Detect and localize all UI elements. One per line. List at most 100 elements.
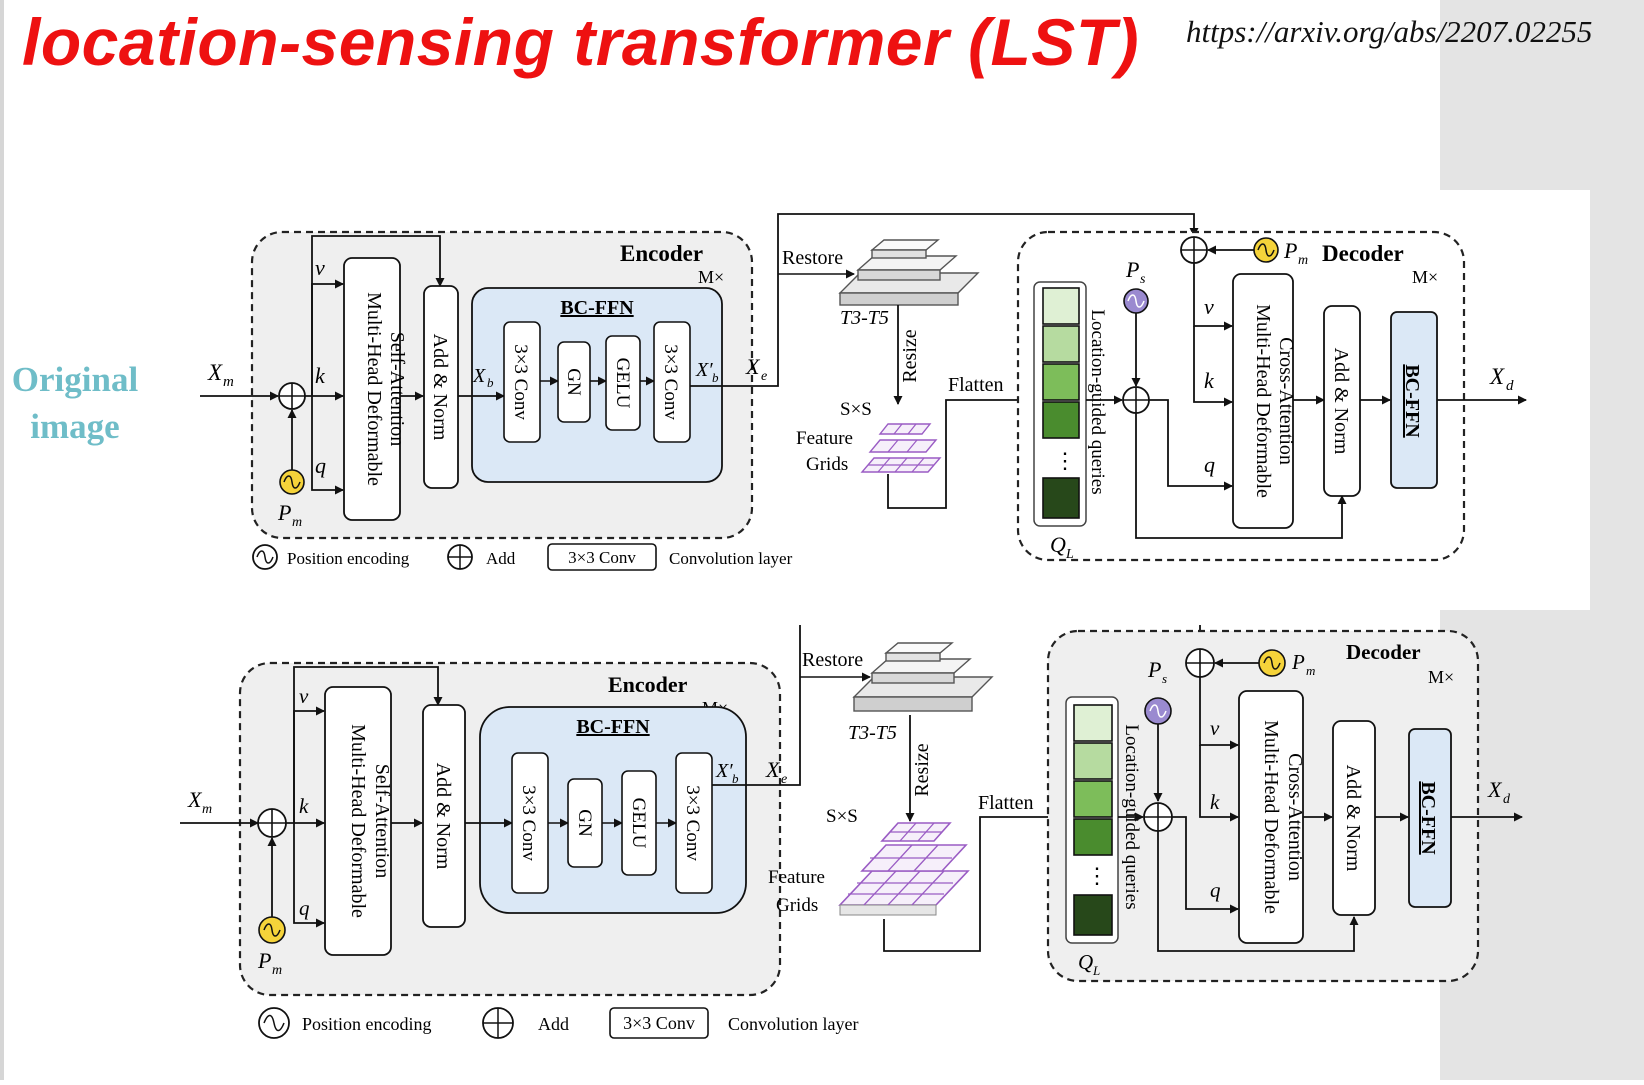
b-decoder-top-add-circle xyxy=(1185,648,1215,678)
dec-pm-circle-icon xyxy=(1253,237,1279,263)
pm-circle-icon xyxy=(279,469,305,495)
original-image-label: Original image xyxy=(0,356,150,450)
dec-add-norm-label: Add & Norm xyxy=(1330,348,1352,455)
v-label: v xyxy=(315,255,325,280)
legend-conv-box-label: 3×3 Conv xyxy=(568,548,636,567)
b-encoder-title: Encoder xyxy=(608,672,688,697)
b-dec-add-norm-block xyxy=(1332,720,1376,916)
svg-text:X: X xyxy=(207,360,223,385)
add-norm-label: Add & Norm xyxy=(429,334,451,441)
query-dots: ⋮ xyxy=(1054,448,1076,473)
query-cell-4 xyxy=(1042,401,1080,439)
b-dec-pm-circle-icon xyxy=(1258,649,1286,677)
b-xb-prime-label: X′b xyxy=(715,760,739,786)
b-v-label: v xyxy=(299,684,309,708)
svg-text:e: e xyxy=(761,369,767,384)
dec-bc-ffn-label: BC-FFN xyxy=(1401,364,1423,438)
svg-text:d: d xyxy=(1503,792,1511,807)
b-cross-attention-line2: Cross-Attention xyxy=(1284,753,1306,881)
b-resize-label: Resize xyxy=(911,743,933,796)
b-decoder-repeat: M× xyxy=(1428,667,1454,687)
svg-text:X: X xyxy=(1489,364,1505,389)
b-gn-label: GN xyxy=(574,809,595,837)
svg-text:P: P xyxy=(277,500,291,525)
svg-text:P: P xyxy=(257,948,271,973)
svg-text:d: d xyxy=(1506,378,1514,394)
grids-label: Grids xyxy=(806,454,848,475)
b-t3t5-stack-icon xyxy=(852,642,994,712)
conv2-label: 3×3 Conv xyxy=(660,344,681,420)
b-flatten-label: Flatten xyxy=(978,792,1034,814)
b-q-label: q xyxy=(299,896,310,920)
legend-position-icon xyxy=(252,544,278,570)
svg-text:m: m xyxy=(292,515,302,530)
gelu-block xyxy=(605,335,641,431)
svg-text:X: X xyxy=(765,757,781,782)
b-legend-conv-box-label: 3×3 Conv xyxy=(623,1013,695,1033)
legend-add-icon xyxy=(447,544,473,570)
dec-v-label: v xyxy=(1204,294,1214,319)
self-attention-line2: Self-Attention xyxy=(386,332,408,446)
b-feature-grid-icon xyxy=(838,822,970,916)
slide-title: location-sensing transformer (LST) xyxy=(22,5,1140,79)
feature-label: Feature xyxy=(796,428,853,449)
self-attention-line1: Multi-Head Deformable xyxy=(363,292,385,486)
b-query-cell-3 xyxy=(1073,780,1113,818)
svg-text:L: L xyxy=(1065,547,1074,562)
gn-block xyxy=(557,341,591,423)
flatten-label: Flatten xyxy=(948,374,1004,396)
b-conv1-label: 3×3 Conv xyxy=(518,785,539,861)
slide-left-border xyxy=(0,0,4,1080)
cross-attention-line1: Multi-Head Deformable xyxy=(1252,304,1274,498)
svg-text:Q: Q xyxy=(1050,532,1066,557)
gn-label: GN xyxy=(563,368,584,396)
svg-text:m: m xyxy=(223,374,234,390)
svg-text:P: P xyxy=(1291,650,1305,674)
query-cell-last xyxy=(1042,477,1080,519)
b-ps-circle-icon xyxy=(1144,697,1172,725)
encoder-repeat: M× xyxy=(698,267,724,287)
svg-text:s: s xyxy=(1162,671,1167,686)
svg-text:L: L xyxy=(1092,963,1100,978)
b-bc-ffn-title: BC-FFN xyxy=(576,716,650,738)
svg-text:m: m xyxy=(1306,663,1315,678)
xb-prime-label: X′b xyxy=(695,359,719,385)
resize-label: Resize xyxy=(899,329,921,382)
add-circle xyxy=(278,382,306,410)
query-cell-3 xyxy=(1042,363,1080,401)
svg-text:X: X xyxy=(1487,777,1503,802)
add-norm-block xyxy=(423,285,459,489)
dec-add-norm-block xyxy=(1323,305,1361,497)
svg-text:b: b xyxy=(712,370,719,385)
svg-text:Q: Q xyxy=(1078,950,1093,974)
decoder-repeat: M× xyxy=(1412,267,1438,287)
b-legend-add-icon xyxy=(482,1007,514,1039)
b-dec-k-label: k xyxy=(1210,790,1220,814)
b-sxs-label: S×S xyxy=(826,806,858,827)
b-conv2-block xyxy=(675,752,713,894)
b-dec-v-label: v xyxy=(1210,716,1220,740)
svg-text:X: X xyxy=(472,365,486,387)
self-attention-block xyxy=(343,257,401,521)
svg-text:m: m xyxy=(1298,253,1308,268)
svg-text:b: b xyxy=(732,771,739,786)
queries-label: Location-guided queries xyxy=(1087,309,1108,494)
diagram-redrawn-svg: Encoder M× Xm Pm v k q Multi-Head Deform… xyxy=(180,612,1523,1039)
b-grids-label: Grids xyxy=(776,895,818,916)
b-dec-add-norm-label: Add & Norm xyxy=(1342,765,1364,872)
b-conv2-label: 3×3 Conv xyxy=(682,785,703,861)
feature-grid-icon xyxy=(860,423,942,473)
b-restore-label: Restore xyxy=(802,649,863,671)
b-add-norm-block xyxy=(422,704,466,928)
svg-text:X′: X′ xyxy=(715,760,733,782)
dec-k-label: k xyxy=(1204,368,1215,393)
conv2-block xyxy=(653,321,691,443)
b-self-attention-block xyxy=(324,686,392,956)
bc-ffn-title: BC-FFN xyxy=(560,297,634,319)
query-cell-1 xyxy=(1042,287,1080,325)
